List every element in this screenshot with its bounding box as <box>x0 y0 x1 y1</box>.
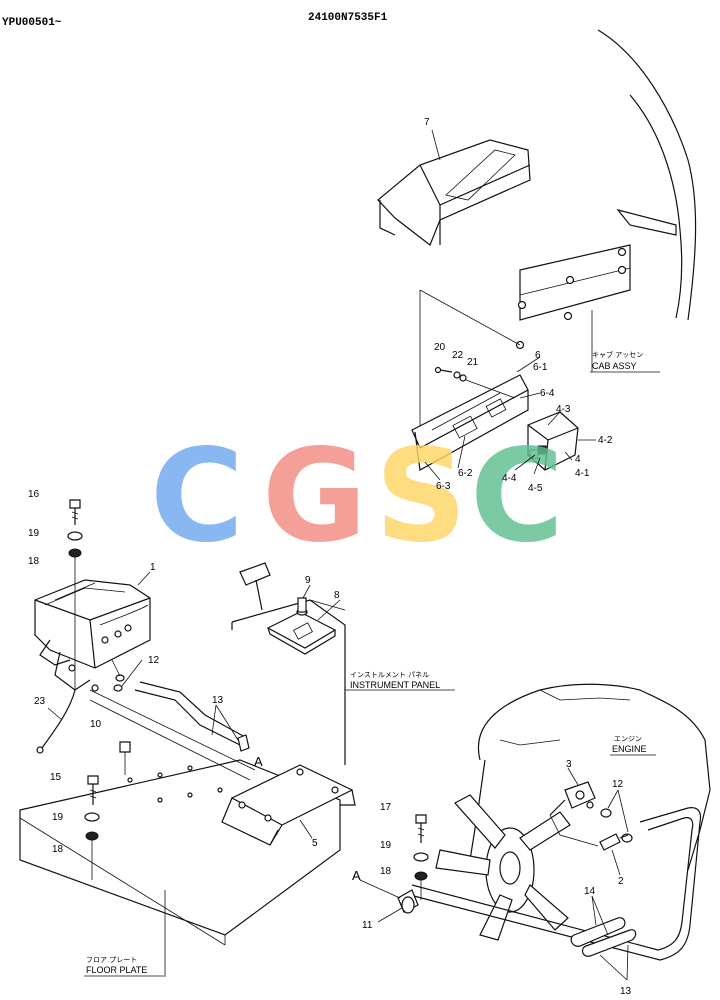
part-20-22-fasteners <box>434 366 516 399</box>
callout-labels: 7 20 22 21 6 6-1 6-4 4-3 4-2 4 4-1 4-4 4… <box>28 117 632 997</box>
part-11-clamp <box>397 889 419 914</box>
engine-label-en: ENGINE <box>612 744 647 754</box>
ref-a-2: A <box>352 868 361 883</box>
callout-19c: 19 <box>380 840 392 851</box>
callout-18a: 18 <box>28 556 40 567</box>
part-13-hose-right <box>409 807 702 961</box>
callout-13a: 13 <box>212 695 224 706</box>
bolt-15 <box>87 775 99 805</box>
watermark-letter-2: G <box>262 422 367 571</box>
callout-13b: 13 <box>620 986 632 997</box>
callout-14: 14 <box>584 886 596 897</box>
callout-4-2: 4-2 <box>598 435 613 446</box>
callout-18b: 18 <box>52 844 64 855</box>
callout-8: 8 <box>334 590 340 601</box>
part-10-plug <box>119 741 131 775</box>
cab-label-en: CAB ASSY <box>592 361 637 371</box>
watermark-letter-4: C <box>470 422 564 571</box>
callout-6-4: 6-4 <box>540 388 555 399</box>
callout-3: 3 <box>566 759 572 770</box>
callout-12b: 12 <box>612 779 624 790</box>
callout-15: 15 <box>50 772 62 783</box>
engine-label-jp: エンジン <box>614 735 642 743</box>
part-7-cover <box>377 129 531 246</box>
floor-label-jp: フロア プレート <box>86 956 137 964</box>
part-3-valve <box>549 781 596 816</box>
watermark: C G S C <box>150 422 564 571</box>
callout-16: 16 <box>28 489 40 500</box>
callout-7: 7 <box>424 117 430 128</box>
floor-plate <box>19 759 341 975</box>
part-14-sleeves <box>570 917 637 957</box>
callout-6-3: 6-3 <box>436 481 451 492</box>
model-serial: YPU00501~ <box>2 17 62 29</box>
callout-21: 21 <box>467 357 479 368</box>
callout-12a: 12 <box>148 655 160 666</box>
ref-a-1: A <box>254 754 263 769</box>
section-label-instrument-panel: インストルメント パネル INSTRUMENT PANEL <box>350 671 440 690</box>
engine-fan <box>435 794 571 941</box>
cab-label-jp: キャブ アッセン <box>592 350 643 359</box>
callout-18c: 18 <box>380 866 392 877</box>
callout-6-2: 6-2 <box>458 468 473 479</box>
watermark-letter-1: C <box>150 422 244 571</box>
callout-6-1: 6-1 <box>533 362 548 373</box>
part-9-knob <box>296 597 308 616</box>
bolt-17 <box>415 814 427 843</box>
callout-4-5: 4-5 <box>528 483 543 494</box>
washer-19b <box>84 812 100 822</box>
panel-label-en: INSTRUMENT PANEL <box>350 680 440 690</box>
floor-label-en: FLOOR PLATE <box>86 965 147 975</box>
callout-6: 6 <box>535 350 541 361</box>
callout-20: 20 <box>434 342 446 353</box>
section-label-engine: エンジン ENGINE <box>610 735 656 756</box>
leader-lines <box>47 356 629 981</box>
callout-1: 1 <box>150 562 156 573</box>
nut-18c <box>414 871 428 881</box>
watermark-letter-3: S <box>375 422 467 571</box>
section-label-floor-plate: フロア プレート FLOOR PLATE <box>84 956 166 977</box>
callout-4-4: 4-4 <box>502 473 517 484</box>
nut-18b <box>85 831 99 841</box>
callout-9: 9 <box>305 575 311 586</box>
callout-23: 23 <box>34 696 46 707</box>
callout-4-3: 4-3 <box>556 404 571 415</box>
callout-5: 5 <box>312 838 318 849</box>
diagram-number: 24100N7535F1 <box>308 12 388 24</box>
callout-2: 2 <box>618 876 624 887</box>
part-23-wire <box>41 689 76 749</box>
callout-19b: 19 <box>52 812 64 823</box>
callout-4: 4 <box>575 454 581 465</box>
clamp-12a <box>600 808 612 818</box>
part-6-panel-plate <box>411 374 529 471</box>
washer-19a <box>67 531 83 541</box>
part-2-fitting <box>599 833 629 851</box>
part-13-hose-left <box>89 674 256 781</box>
bolt-16 <box>69 499 81 525</box>
part-8-switch-panel <box>266 611 337 655</box>
nut-18a <box>68 548 82 558</box>
panel-label-jp: インストルメント パネル <box>350 671 429 679</box>
lever-knob <box>239 562 271 611</box>
callout-4-1: 4-1 <box>575 468 590 479</box>
callout-19a: 19 <box>28 528 40 539</box>
callout-11: 11 <box>362 920 373 931</box>
section-label-cab: キャブ アッセン CAB ASSY <box>590 350 660 373</box>
washer-19c <box>413 852 429 862</box>
cab-assembly <box>419 29 697 430</box>
callout-17: 17 <box>380 802 392 813</box>
callout-10: 10 <box>90 719 102 730</box>
instrument-panel <box>231 599 455 765</box>
callout-22: 22 <box>452 350 464 361</box>
part-5-bracket <box>221 764 356 846</box>
part-1-heater-unit <box>34 579 151 692</box>
